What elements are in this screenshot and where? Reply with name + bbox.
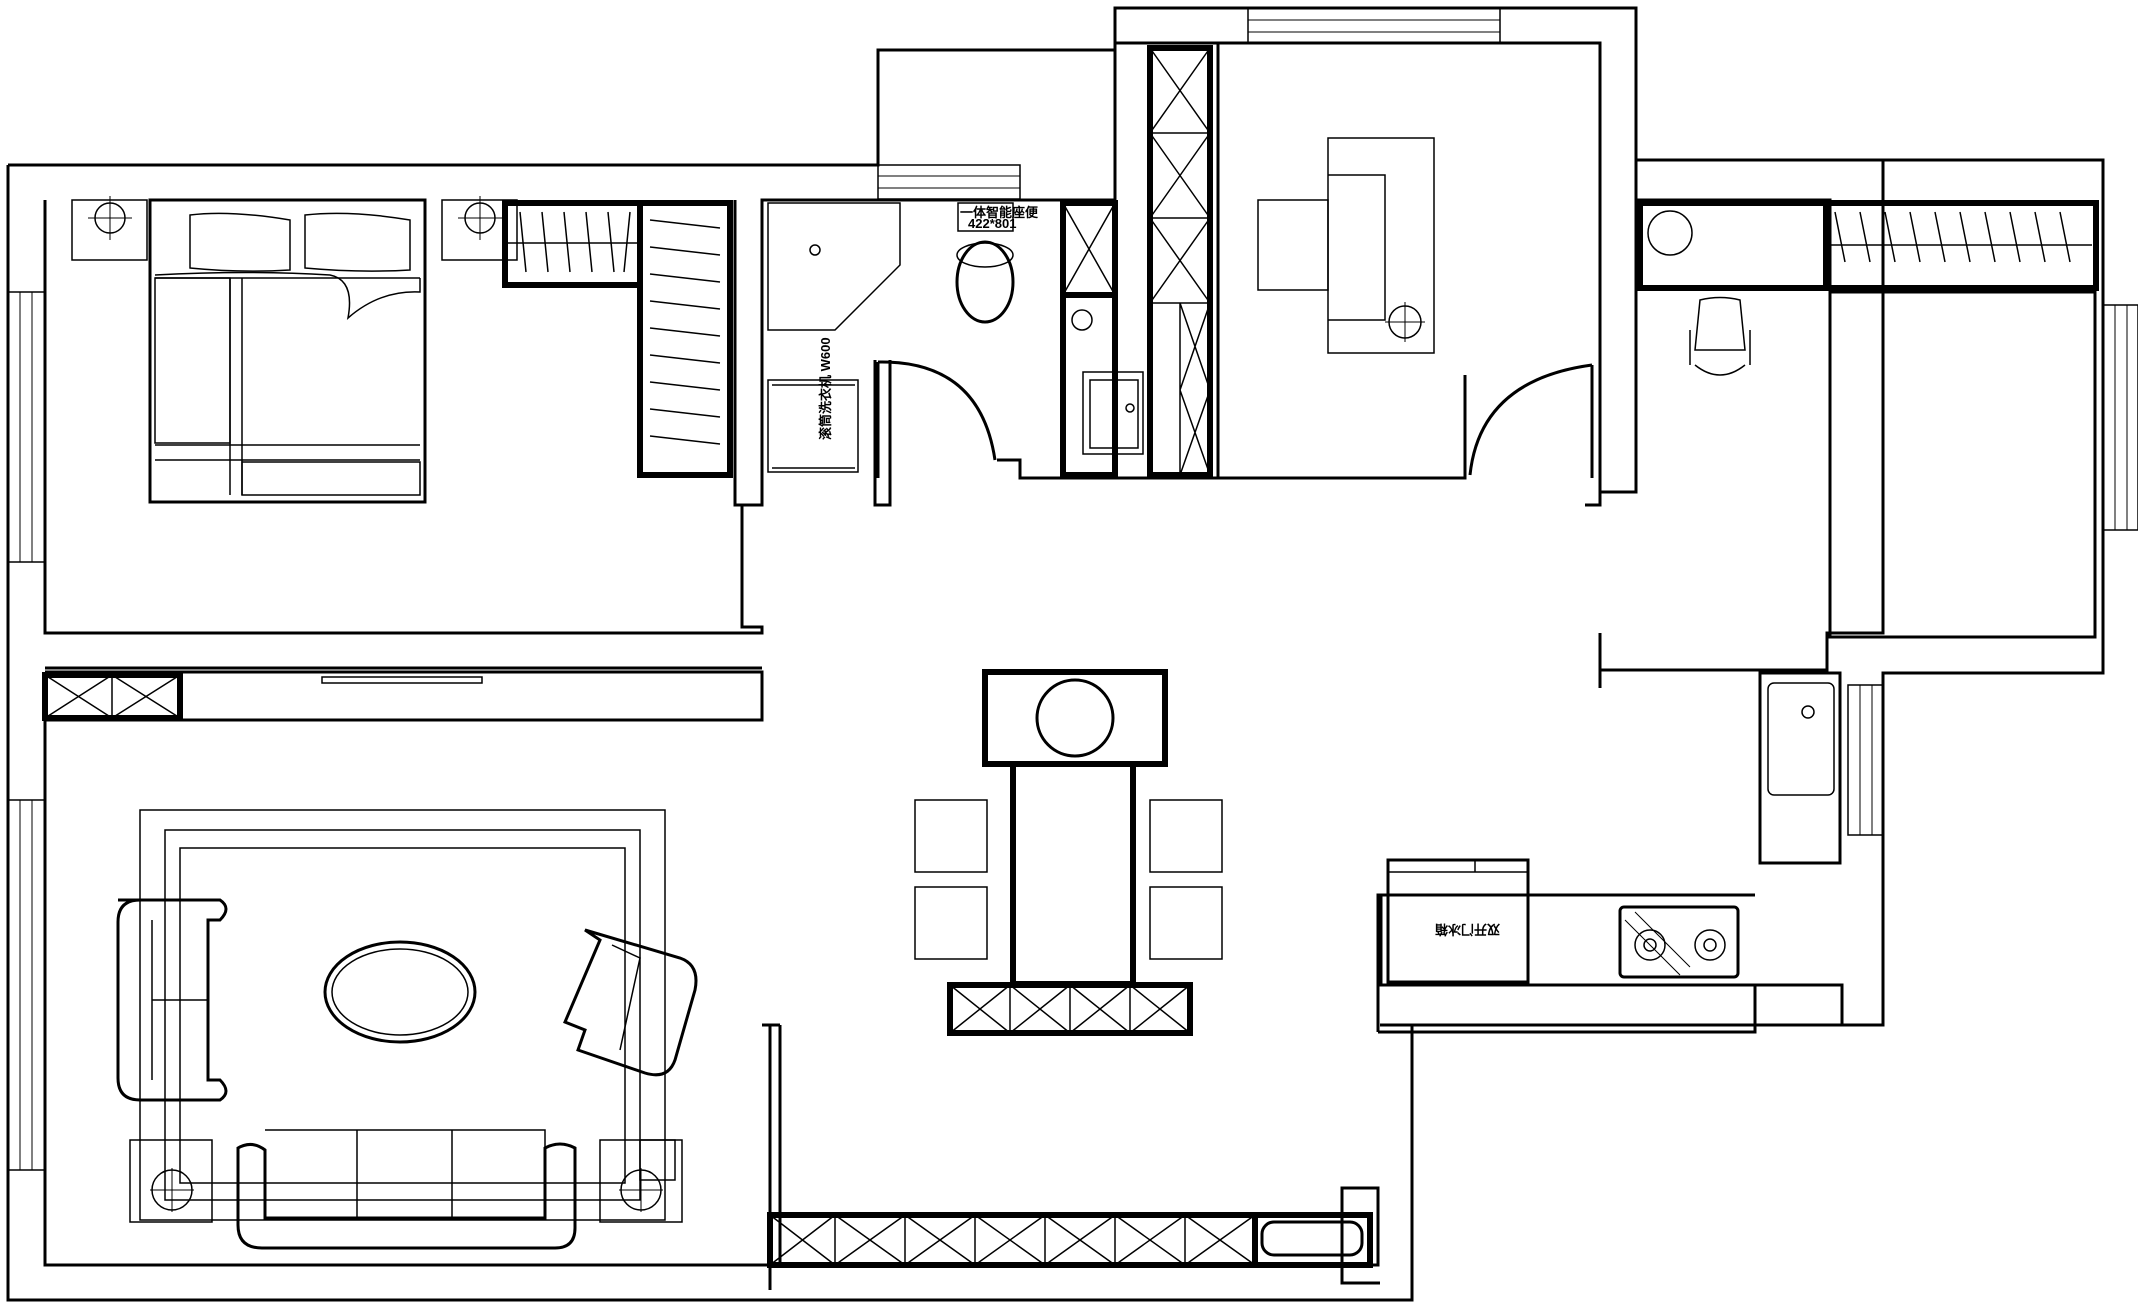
study xyxy=(1257,137,1594,478)
pillow-right xyxy=(304,212,411,272)
sink xyxy=(1767,682,1835,796)
chair-1 xyxy=(914,799,988,873)
toilet-label-line1: 一体智能座便 xyxy=(960,205,1039,220)
chair-2 xyxy=(914,886,988,960)
washer-label: 滚筒洗衣机 W600 xyxy=(818,337,833,440)
double-bed xyxy=(148,198,427,504)
chair-3 xyxy=(1149,799,1223,873)
armchair-left xyxy=(116,898,228,1102)
stove xyxy=(1618,905,1740,979)
counter-sink xyxy=(1758,671,1842,865)
windows xyxy=(7,7,2138,1171)
basin xyxy=(1089,379,1139,449)
corner-cabinet xyxy=(1637,200,1829,291)
basin-cabinet xyxy=(1060,292,1118,478)
wardrobe-right xyxy=(1823,200,2099,291)
study-chair xyxy=(1257,199,1329,291)
interior-walls xyxy=(45,41,1885,1290)
desk-chair xyxy=(1689,296,1751,376)
rug-fringe xyxy=(139,809,666,1221)
toilet-label-box xyxy=(957,202,1014,232)
kitchen: 双开门冰箱 xyxy=(1379,671,1842,987)
cabinet-x-boxes xyxy=(42,45,1373,1268)
dining-table xyxy=(1010,761,1136,987)
bed-patterned xyxy=(1828,290,2097,639)
wardrobe-top xyxy=(502,200,643,288)
living xyxy=(116,809,698,1250)
fridge-label: 双开门冰箱 xyxy=(1435,922,1500,937)
bedroom-right xyxy=(1637,200,2099,639)
wardrobe-side xyxy=(637,200,733,478)
bath-door-swing xyxy=(877,360,997,461)
chair-4 xyxy=(1149,886,1223,960)
bedroom-left xyxy=(71,196,733,504)
washing-machine xyxy=(767,379,859,473)
shower-tray xyxy=(767,202,901,331)
toilet xyxy=(955,240,1015,324)
armchair-right xyxy=(563,928,698,1077)
sideboard xyxy=(982,669,1168,767)
end-table-left xyxy=(129,1139,213,1223)
bathroom: 滚筒洗衣机 W600 一体智能座便 422*801 xyxy=(767,202,1144,478)
phone xyxy=(639,1139,676,1181)
pillow-left xyxy=(189,212,291,272)
sofa xyxy=(236,1142,577,1250)
dining xyxy=(914,669,1223,987)
fridge xyxy=(1386,858,1530,984)
rug xyxy=(179,847,626,1184)
toilet-label-line2: 422*801 xyxy=(968,216,1016,231)
study-door-swing xyxy=(1468,363,1593,476)
coffee-table xyxy=(323,940,477,1044)
